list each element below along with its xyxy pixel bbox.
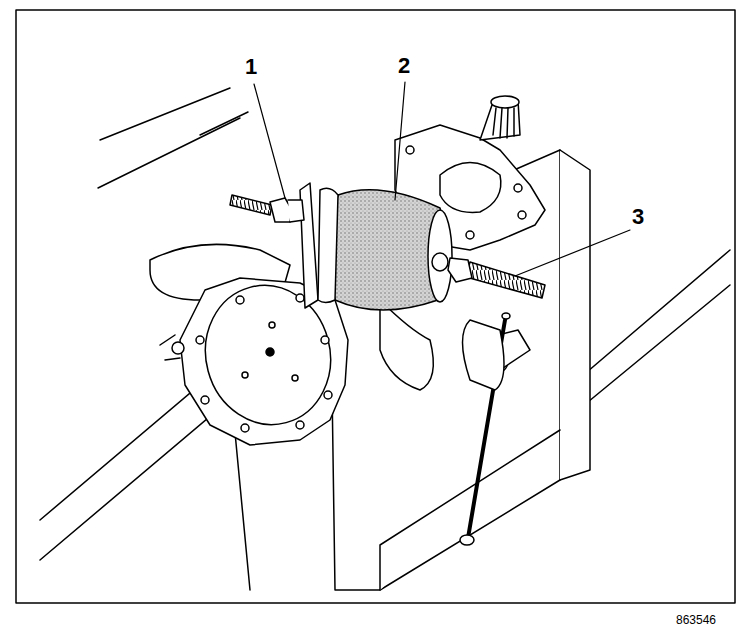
bolt (230, 195, 304, 222)
callout-number: 2 (398, 55, 410, 77)
leader-lines (254, 82, 630, 276)
callout-number: 3 (632, 206, 644, 228)
forcing-screw (448, 258, 545, 298)
figure-id: 863546 (676, 614, 716, 626)
frame (16, 10, 735, 603)
puller-tool (300, 183, 452, 310)
callout-number: 1 (245, 56, 257, 78)
